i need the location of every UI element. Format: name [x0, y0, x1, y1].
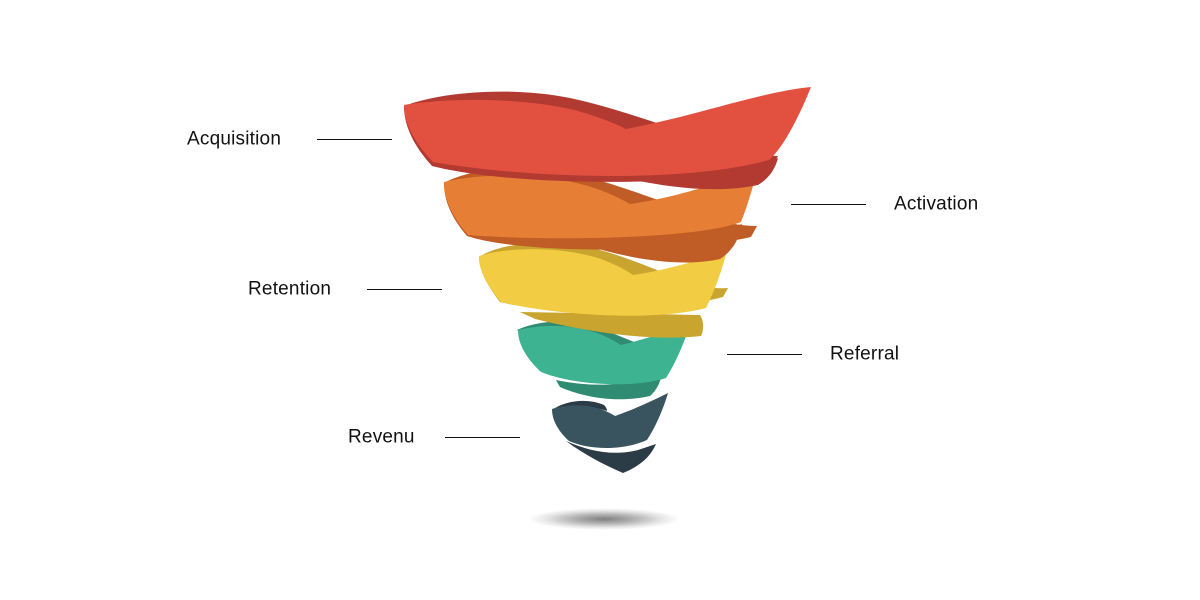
leader-line-retention	[367, 289, 442, 290]
acquisition-face	[404, 87, 811, 176]
funnel-stage-acquisition	[404, 87, 811, 190]
retention-face	[479, 249, 727, 316]
retention-underside	[520, 312, 704, 338]
revenue-underside	[566, 441, 656, 473]
label-referral: Referral	[830, 343, 900, 365]
leader-line-revenue	[445, 437, 520, 438]
activation-face	[444, 169, 758, 239]
leader-line-acquisition	[317, 139, 392, 140]
funnel-stage-activation	[444, 168, 758, 263]
label-activation: Activation	[894, 193, 979, 215]
funnel-stage-retention	[479, 242, 728, 338]
funnel-stage-referral	[517, 321, 690, 400]
leader-line-referral	[727, 354, 802, 355]
funnel-shadow	[528, 508, 680, 530]
activation-underside	[575, 224, 742, 263]
leader-line-activation	[791, 204, 866, 205]
label-revenue: Revenu	[348, 426, 415, 448]
label-acquisition: Acquisition	[187, 128, 282, 150]
referral-underside	[556, 372, 662, 400]
referral-face	[518, 324, 690, 385]
acquisition-underside	[622, 158, 778, 190]
funnel-stage-revenue	[552, 393, 668, 473]
revenue-face	[552, 393, 668, 448]
label-retention: Retention	[248, 278, 332, 300]
